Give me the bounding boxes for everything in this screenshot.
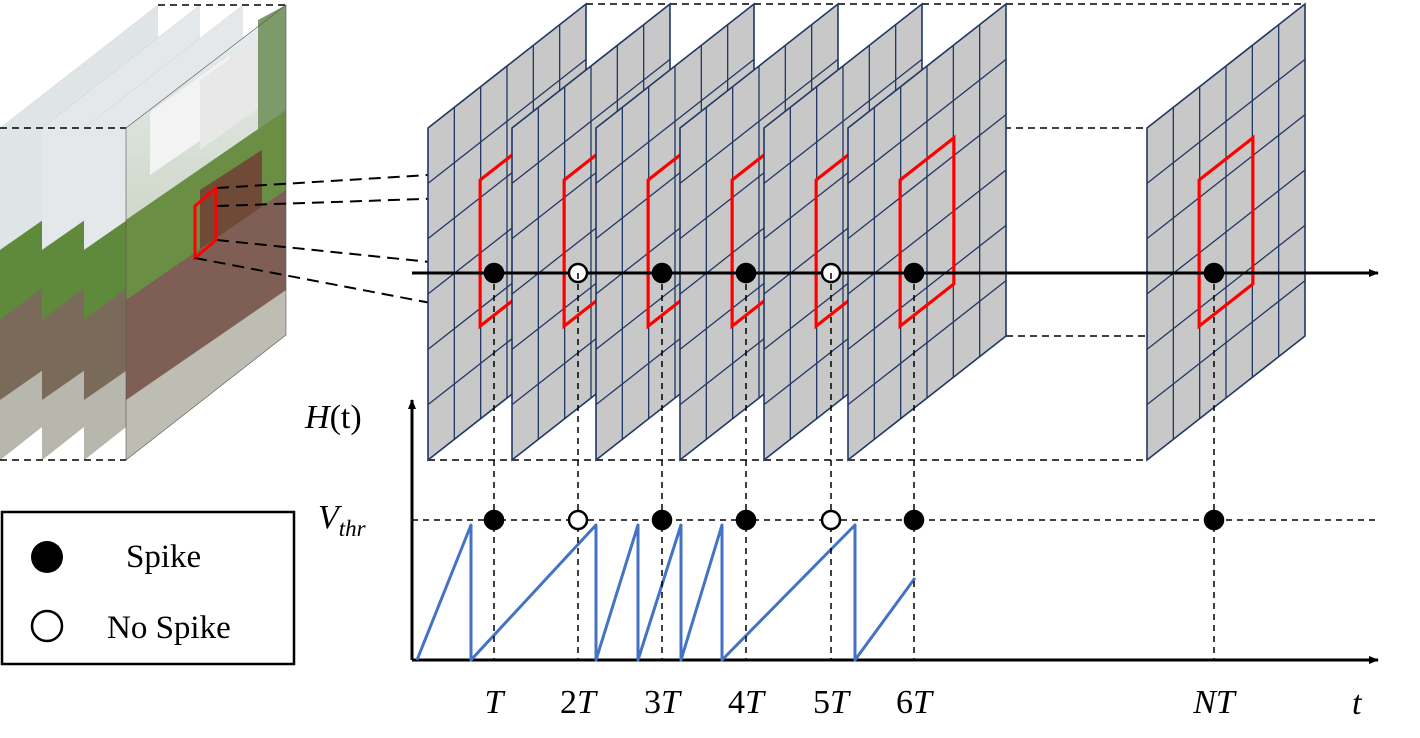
x-axis-label: t bbox=[1352, 685, 1363, 722]
legend: Spike No Spike bbox=[0, 510, 296, 666]
no-spike-marker bbox=[820, 509, 842, 531]
membrane-potential-curve bbox=[415, 523, 917, 662]
grid-line bbox=[847, 280, 1007, 406]
time-tick-label: T bbox=[485, 684, 506, 721]
spike-plane bbox=[1146, 2, 1306, 462]
no-spike-marker bbox=[567, 509, 589, 531]
roi-box bbox=[898, 134, 956, 330]
time-tick-label: 4T bbox=[728, 684, 766, 721]
no-spike-legend-icon bbox=[30, 609, 64, 643]
spike-marker bbox=[903, 509, 925, 531]
spike-marker bbox=[1203, 509, 1225, 531]
time-tick-label: 6T bbox=[896, 684, 934, 721]
spike-marker bbox=[735, 509, 757, 531]
spike-planes bbox=[427, 2, 1306, 462]
spike-marker bbox=[651, 509, 673, 531]
membrane-plot: T 2T 3T 4T 5T 6T NT H(t) Vthr t bbox=[304, 273, 1380, 722]
spike-legend-icon bbox=[31, 541, 63, 573]
threshold-spike-markers bbox=[483, 273, 1225, 660]
spike-marker bbox=[483, 509, 505, 531]
threshold-label: Vthr bbox=[318, 499, 367, 541]
y-axis-label: H(t) bbox=[304, 399, 362, 436]
time-tick-label: 3T bbox=[644, 684, 682, 721]
roi-box-frame bbox=[193, 184, 218, 262]
time-tick-labels: T 2T 3T 4T 5T 6T NT bbox=[485, 684, 1237, 721]
legend-label-no-spike: No Spike bbox=[107, 610, 231, 646]
time-tick-label: 2T bbox=[560, 684, 598, 721]
roi-box bbox=[1197, 134, 1255, 330]
projection-lines bbox=[194, 169, 511, 313]
time-tick-label: NT bbox=[1192, 684, 1237, 721]
video-frame-stack bbox=[0, 4, 287, 461]
grid-line bbox=[1146, 280, 1306, 406]
legend-label-spike: Spike bbox=[126, 539, 201, 575]
time-tick-label: 5T bbox=[813, 684, 851, 721]
legend-box bbox=[0, 510, 296, 666]
